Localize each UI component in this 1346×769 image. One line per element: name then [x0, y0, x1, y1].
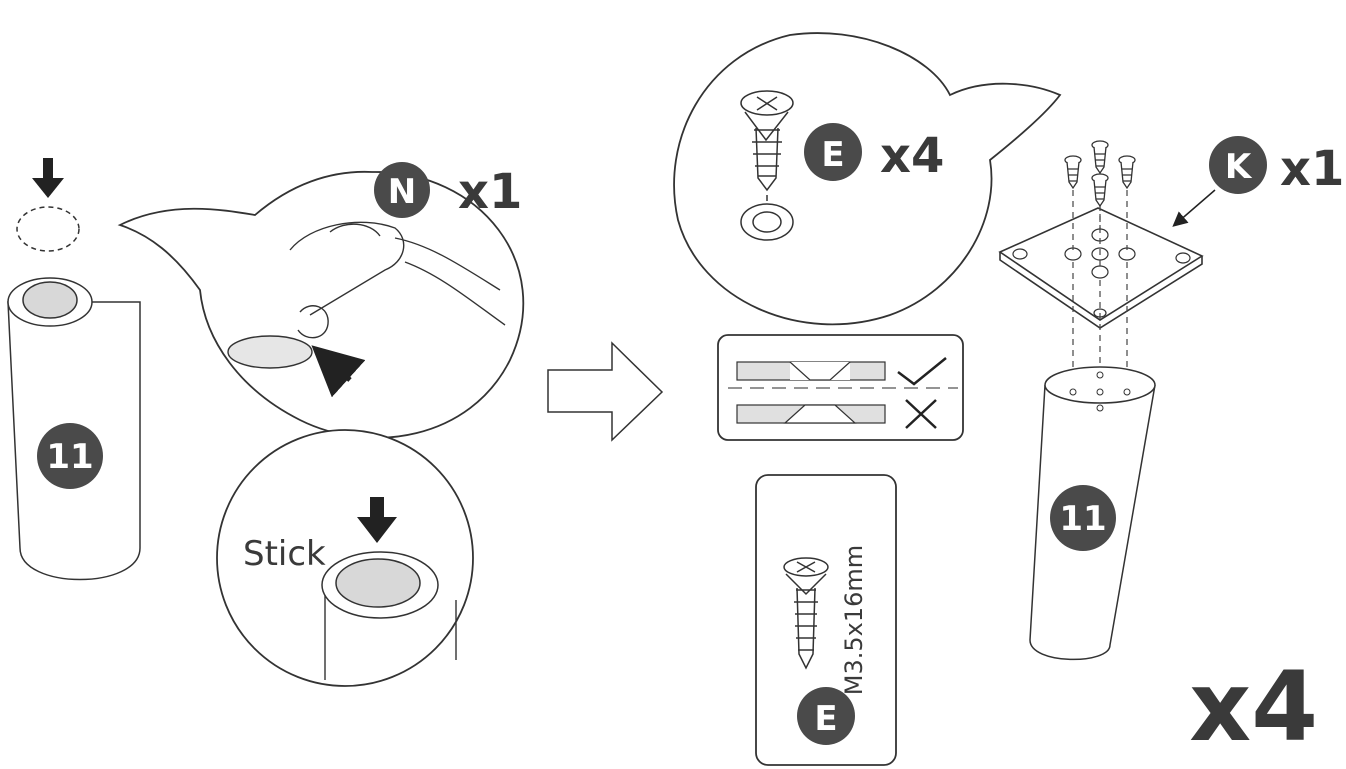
- hand-peeling-icon: [227, 221, 506, 369]
- part-11-right-badge: 11: [1050, 485, 1116, 551]
- table-leg-left: 11: [7, 277, 141, 581]
- mounting-plate-k: [998, 140, 1216, 405]
- part-e-count: x4: [880, 128, 944, 184]
- incorrect-countersink-diagram: [736, 399, 937, 429]
- part-k-count: x1: [1280, 141, 1344, 197]
- felt-pad-icon: [22, 281, 78, 319]
- part-e-box-letter: E: [814, 699, 837, 739]
- press-down-arrow-icon: [357, 497, 397, 543]
- part-11-right-label: 11: [1059, 499, 1106, 539]
- table-leg-right: 11: [1029, 366, 1156, 661]
- next-step-arrow-icon: [547, 341, 664, 442]
- screw-spec-icon: [783, 557, 829, 670]
- part-e-letter: E: [821, 135, 844, 175]
- part-k-badge: K: [1209, 136, 1267, 194]
- countersink-check-box: [717, 334, 964, 441]
- part-n-badge: N: [374, 162, 430, 218]
- stick-detail-circle: Stick: [216, 429, 474, 687]
- pad-placement-outline: [16, 206, 80, 252]
- stuck-pad-icon: [335, 558, 421, 608]
- part-e-box-badge: E: [797, 687, 855, 745]
- cross-icon: [905, 399, 937, 429]
- screw-callout: E x4: [673, 32, 1062, 326]
- correct-countersink-diagram: [736, 357, 947, 386]
- part-n-count: x1: [458, 164, 522, 220]
- stick-label: Stick: [243, 534, 326, 574]
- part-e-badge: E: [804, 123, 862, 181]
- part-11-badge: 11: [37, 423, 103, 489]
- screw-spec-label: M3.5x16mm: [840, 545, 868, 695]
- part-k-letter: K: [1225, 147, 1253, 187]
- part-11-label: 11: [46, 437, 93, 477]
- plate-screws-icon: [1064, 140, 1136, 208]
- plate-pointer-arrow-icon: [1172, 189, 1216, 227]
- peel-pad-callout: [117, 170, 525, 439]
- repeat-count-label: x4: [1189, 651, 1318, 763]
- flat-head-screw-icon: [740, 90, 794, 241]
- screw-spec-box: M3.5x16mm E: [755, 474, 897, 766]
- part-n-letter: N: [388, 172, 416, 212]
- down-arrow-icon: [32, 158, 64, 198]
- peel-direction-arrow-icon: [311, 345, 366, 398]
- checkmark-icon: [897, 357, 947, 386]
